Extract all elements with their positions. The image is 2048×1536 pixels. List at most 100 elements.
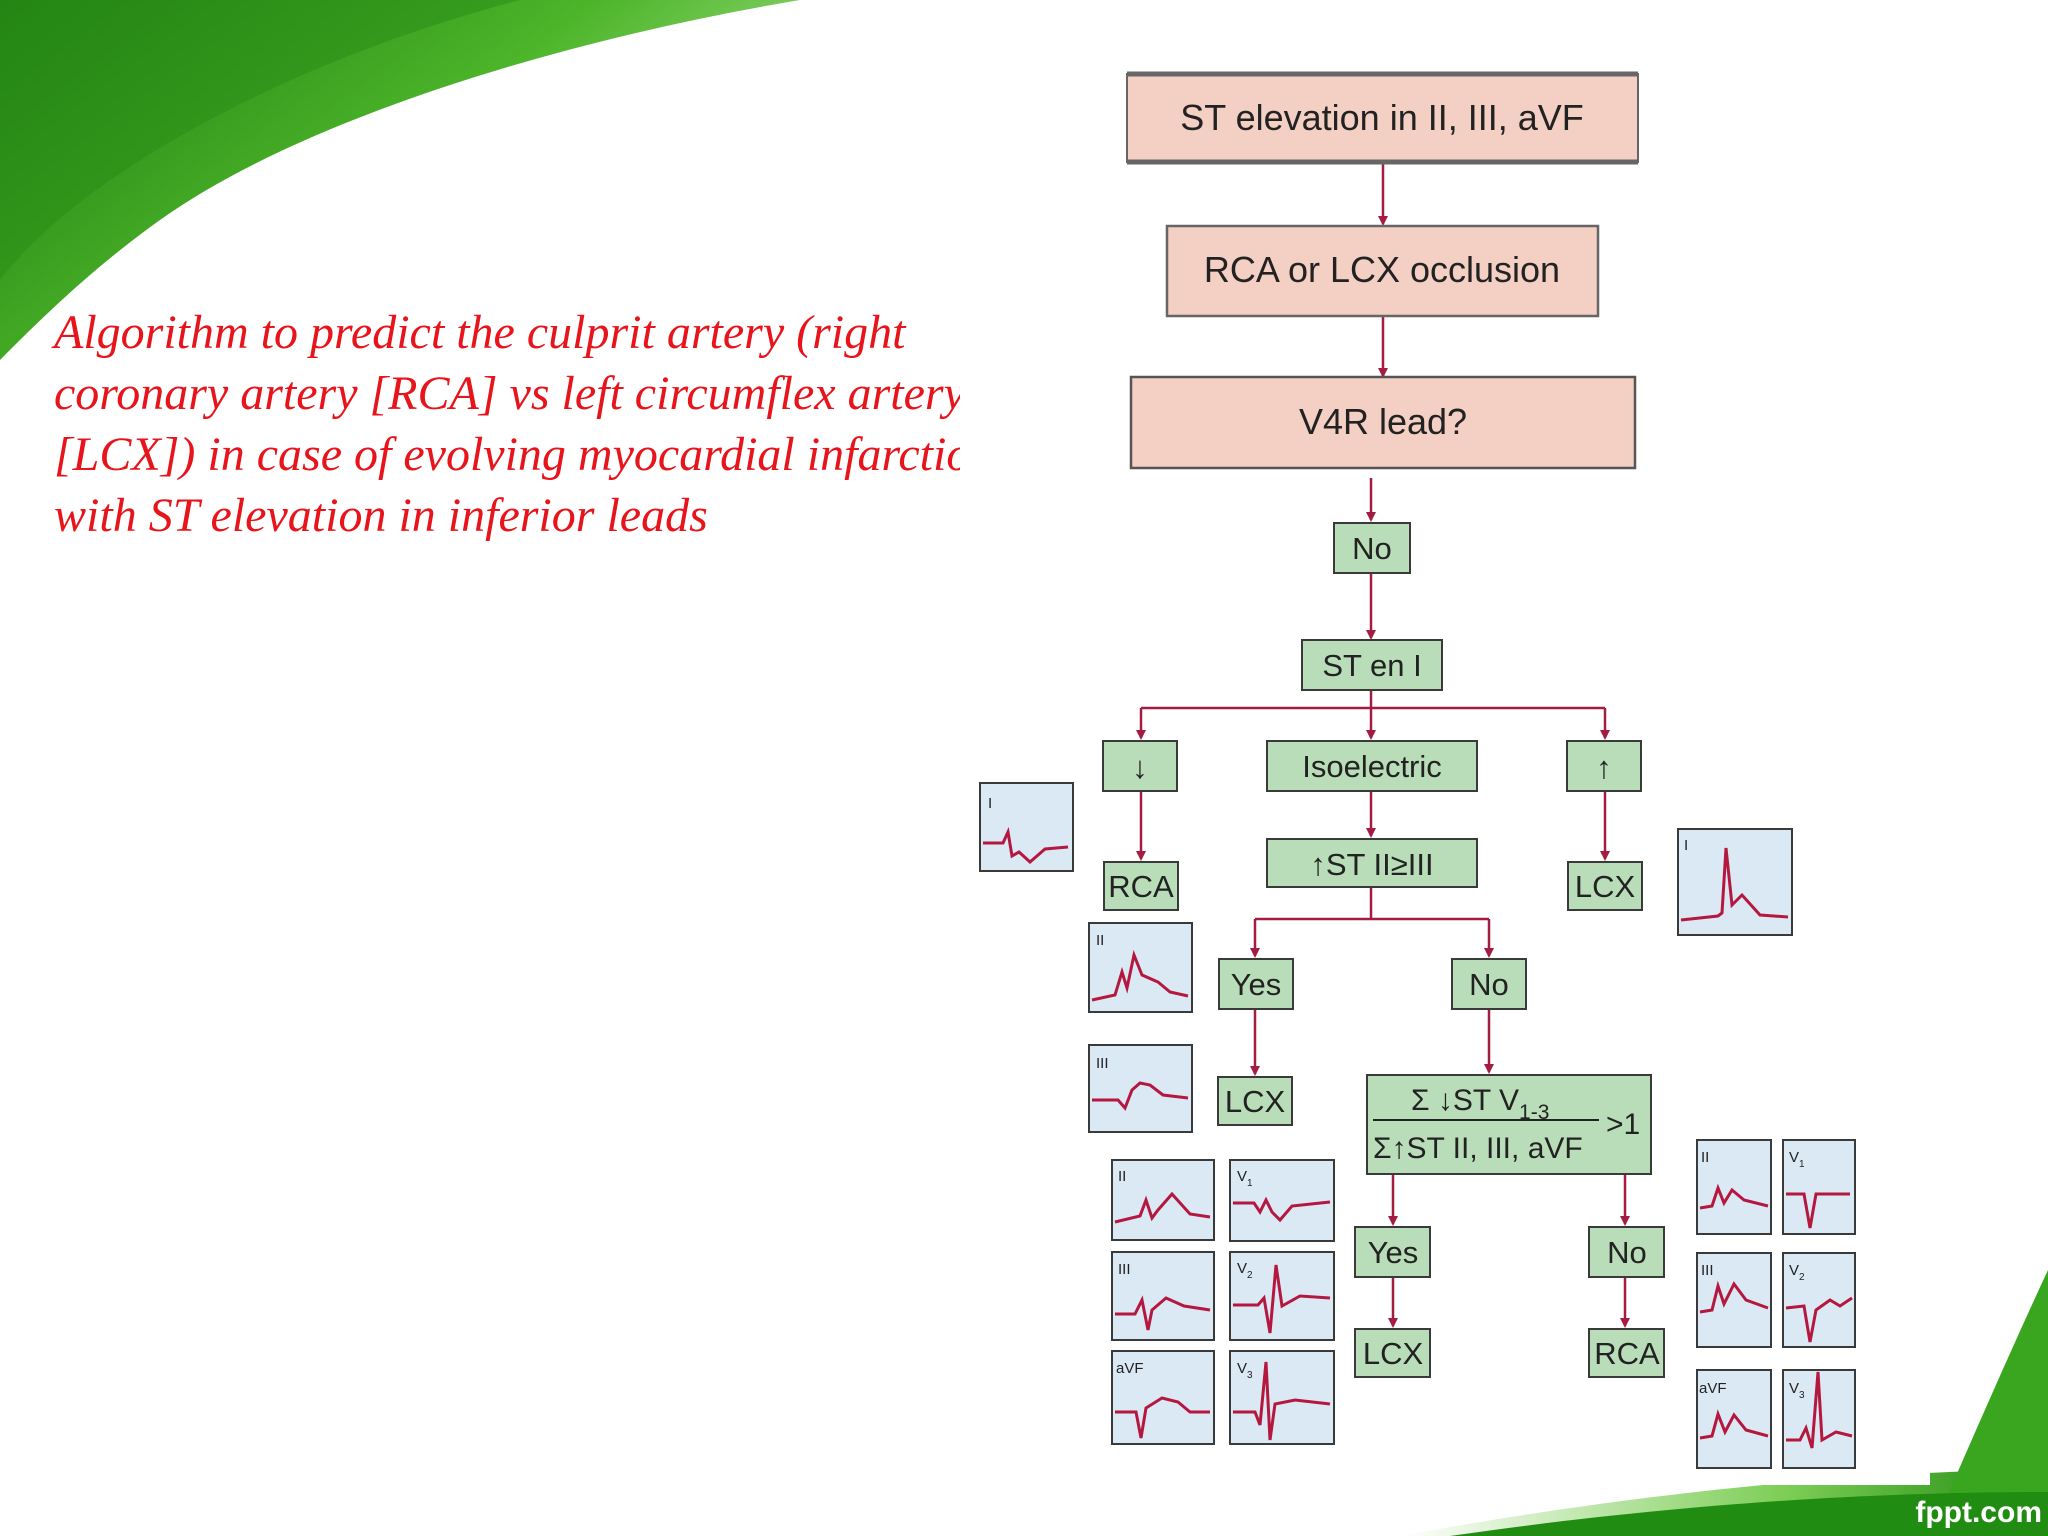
- ecg-lead-label: V2: [1789, 1262, 1805, 1283]
- formula-greater-than: >1: [1606, 1108, 1640, 1141]
- ecg-panel-v2-rca-2: V2: [1782, 1252, 1856, 1348]
- st-ratio-label: ↑ST II≥III: [1310, 847, 1433, 882]
- ecg-panel-avf-lcx-1: aVF: [1111, 1350, 1215, 1445]
- ecg-lead-letter: V: [1789, 1262, 1799, 1279]
- ecg-lead-subscript: 2: [1247, 1270, 1253, 1281]
- ecg-trace: [983, 826, 1069, 865]
- isoelectric-label: Isoelectric: [1302, 749, 1442, 784]
- ecg-trace: [1785, 1296, 1853, 1343]
- ecg-panel-iii-lcx-1: III: [1111, 1251, 1215, 1341]
- no-box-3: [1588, 1226, 1665, 1278]
- top-left-swoosh-highlight: [0, 0, 520, 280]
- yes-box-2: [1354, 1226, 1431, 1278]
- v4r-box-label: V4R lead?: [1299, 401, 1467, 442]
- no-box-2: [1451, 958, 1527, 1010]
- decision-labels: No ST en I ↓ Isoelectric ↑ RCA ↑ST II≥II…: [1108, 531, 1660, 1371]
- ecg-panel-lead-iii-left: III: [1088, 1044, 1193, 1133]
- ecg-panel-v1-rca-2: V1: [1782, 1139, 1856, 1235]
- occlusion-box-label: RCA or LCX occlusion: [1204, 249, 1560, 290]
- ecg-lead-label: I: [1684, 837, 1688, 854]
- ecg-lead-label: V1: [1789, 1149, 1805, 1170]
- ecg-frame: [1696, 1139, 1772, 1235]
- ecg-frame: [1229, 1159, 1335, 1242]
- title-box-label: ST elevation in II, III, aVF: [1180, 97, 1584, 138]
- ecg-panel-avf-rca-2: aVF: [1696, 1369, 1772, 1469]
- ecg-trace: [1786, 1371, 1853, 1449]
- ecg-lead-label: V3: [1789, 1380, 1805, 1401]
- decision-boxes: [1102, 522, 1665, 1378]
- ecg-lead-label: I: [988, 795, 992, 812]
- no-label-1: No: [1352, 531, 1392, 566]
- ecg-frame: [1229, 1350, 1335, 1445]
- ecg-trace: [1091, 949, 1189, 1002]
- formula-denominator: Σ↑ST II, III, aVF: [1373, 1132, 1583, 1165]
- ecg-panel-ii-lcx-1: II: [1111, 1159, 1215, 1241]
- lcx-bottom-label: LCX: [1363, 1336, 1424, 1371]
- ecg-frame: [979, 782, 1074, 872]
- st-en-i-box: [1301, 639, 1443, 691]
- ecg-lead-subscript: 3: [1247, 1370, 1253, 1381]
- ecg-lead-letter: V: [1789, 1149, 1799, 1166]
- ecg-panel-v3-rca-2: V3: [1782, 1369, 1856, 1469]
- up-box: [1566, 740, 1642, 792]
- ecg-frame: [1111, 1251, 1215, 1341]
- ecg-frame: [1782, 1139, 1856, 1235]
- ecg-lead-label: II: [1701, 1149, 1709, 1166]
- ecg-lead-subscript: 3: [1799, 1390, 1805, 1401]
- lcx-mid-label: LCX: [1225, 1084, 1286, 1119]
- ecg-frame: [1088, 1044, 1193, 1133]
- lcx-bottom-box: [1354, 1328, 1431, 1378]
- ecg-trace: [1680, 847, 1789, 922]
- isoelectric-box: [1266, 740, 1478, 792]
- ecg-lead-letter: V: [1237, 1168, 1247, 1185]
- no-label-2: No: [1469, 967, 1509, 1002]
- ecg-frame: [1696, 1369, 1772, 1469]
- ecg-lead-letter: V: [1789, 1380, 1799, 1397]
- ecg-lead-label: V3: [1237, 1360, 1253, 1381]
- ecg-trace: [1786, 1192, 1850, 1229]
- ecg-trace: [1092, 1081, 1189, 1111]
- rca-left-box: [1103, 861, 1179, 911]
- no-box-1: [1333, 522, 1411, 574]
- yes-label-1: Yes: [1231, 967, 1282, 1002]
- ecg-lead-subscript: 1: [1247, 1178, 1253, 1189]
- ecg-trace: [1699, 1409, 1769, 1440]
- ecg-panel-lead-i-up: I: [1677, 828, 1793, 936]
- rca-bottom-box: [1588, 1328, 1665, 1378]
- ecg-lead-letter: V: [1237, 1360, 1247, 1377]
- ecg-panel-lead-ii-left: II: [1088, 922, 1193, 1013]
- rca-left-label: RCA: [1108, 869, 1174, 904]
- ecg-lead-subscript: 1: [1799, 1159, 1805, 1170]
- ecg-lead-label: V1: [1237, 1168, 1253, 1189]
- ecg-panel-lead-i-down: I: [979, 782, 1074, 872]
- ecg-trace: [1114, 1191, 1211, 1224]
- ecg-frame: [1111, 1159, 1215, 1241]
- ecg-lead-label: II: [1118, 1168, 1126, 1185]
- ecg-trace: [1699, 1183, 1769, 1210]
- yes-box-1: [1218, 958, 1294, 1010]
- no-label-3: No: [1607, 1235, 1647, 1270]
- formula-numerator: Σ ↓ST V1-3: [1411, 1084, 1549, 1124]
- connectors: [1136, 162, 1630, 1328]
- ecg-frame: [1696, 1252, 1772, 1348]
- ecg-trace: [1115, 1295, 1211, 1331]
- ecg-panel-v2-lcx-1: V2: [1229, 1251, 1335, 1341]
- lcx-right-label: LCX: [1575, 869, 1636, 904]
- ecg-lead-label: III: [1096, 1055, 1109, 1072]
- ecg-panel-v1-lcx-1: V1: [1229, 1159, 1335, 1242]
- ecg-panels: I II III I II III: [979, 782, 1856, 1469]
- ecg-panel-iii-rca-2: III: [1696, 1252, 1772, 1348]
- ecg-panel-v3-lcx-1: V3: [1229, 1350, 1335, 1445]
- down-arrow-label: ↓: [1132, 750, 1148, 785]
- lcx-right-box: [1567, 861, 1643, 911]
- down-box: [1102, 740, 1178, 792]
- ecg-trace: [1233, 1361, 1331, 1441]
- formula-numerator-main: Σ ↓ST V: [1411, 1084, 1519, 1117]
- ecg-trace: [1699, 1280, 1769, 1314]
- ecg-trace: [1115, 1396, 1210, 1439]
- lcx-mid-box: [1217, 1076, 1293, 1126]
- ecg-panel-ii-rca-2: II: [1696, 1139, 1772, 1235]
- formula-numerator-sub: 1-3: [1519, 1101, 1549, 1124]
